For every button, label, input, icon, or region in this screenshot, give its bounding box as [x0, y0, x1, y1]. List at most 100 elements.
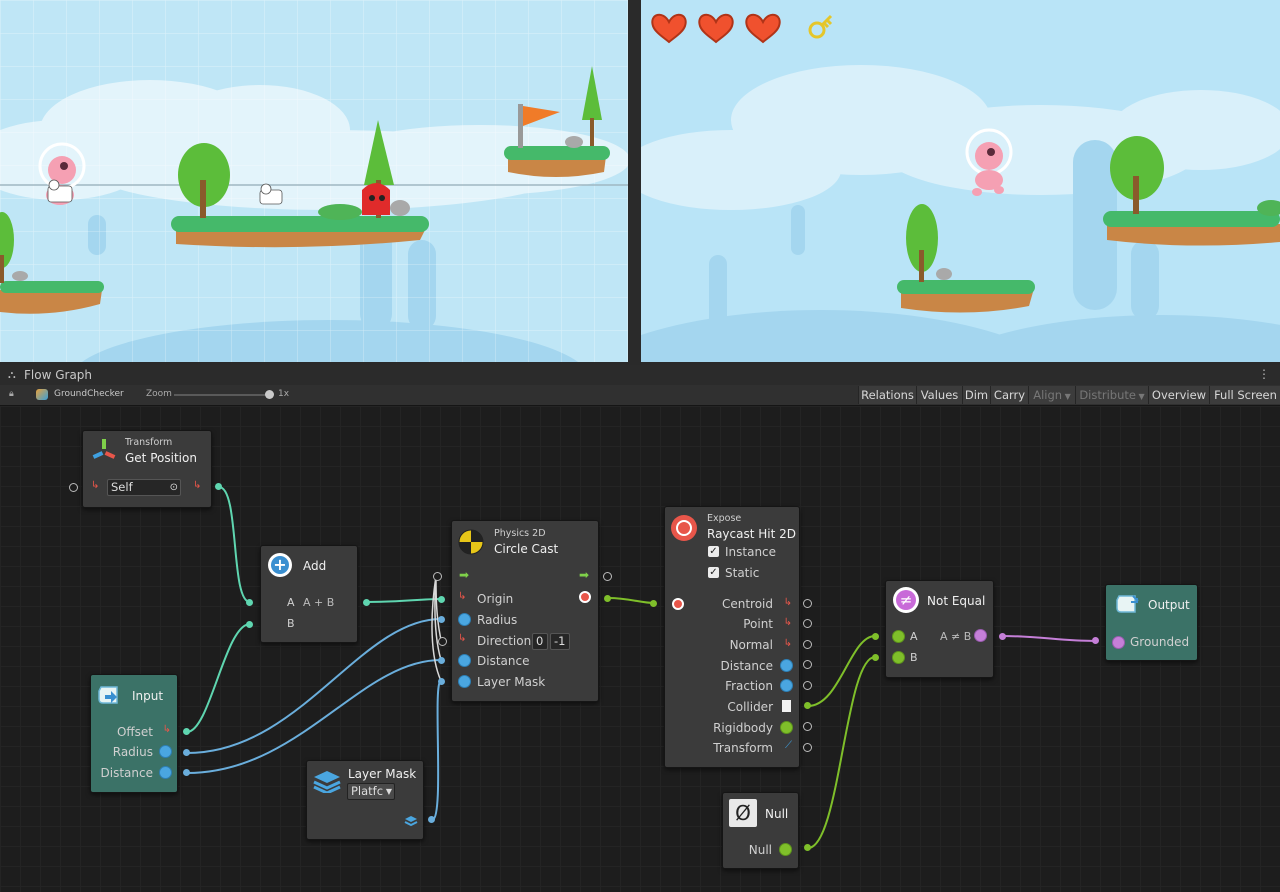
node-category: Expose [707, 513, 742, 524]
node-title: Not Equal [927, 594, 986, 608]
transform-port[interactable] [803, 743, 812, 752]
carry-button[interactable]: Carry [990, 386, 1028, 404]
rigidbody-port[interactable] [803, 722, 812, 731]
output-port[interactable] [215, 483, 222, 490]
radius-port[interactable] [183, 749, 190, 756]
null-output-port[interactable] [804, 844, 811, 851]
distribute-dropdown[interactable]: Distribute ▼ [1075, 386, 1148, 404]
point-port[interactable] [803, 619, 812, 628]
platform-center [171, 120, 429, 248]
align-dropdown[interactable]: Align ▼ [1028, 386, 1075, 404]
target-field[interactable]: Self ⊙ [107, 479, 181, 496]
flow-in-arrow-icon: ➡ [459, 568, 470, 582]
flow-output-port[interactable] [603, 572, 612, 581]
wire-grounded [1001, 635, 1097, 642]
normal-port[interactable] [803, 640, 812, 649]
fraction-port[interactable] [803, 681, 812, 690]
node-add[interactable]: + Add A B A + B [260, 545, 358, 643]
port-b[interactable] [246, 621, 253, 628]
collider-port[interactable] [804, 702, 811, 709]
node-output[interactable]: Output Grounded [1105, 584, 1198, 661]
player-character [965, 128, 1013, 196]
node-input[interactable]: Input Offset Radius Distance ↳ [90, 674, 178, 793]
output-port[interactable] [999, 633, 1006, 640]
node-circle-cast[interactable]: Physics 2D Circle Cast ➡ ➡ Origin Radius… [451, 520, 599, 702]
node-layer-mask[interactable]: Layer Mask Platfc▼ [306, 760, 424, 840]
layer-mask-dropdown[interactable]: Platfc▼ [347, 783, 395, 800]
radius-port[interactable] [438, 616, 445, 623]
offset-port[interactable] [183, 728, 190, 735]
static-checkbox[interactable]: ✓ [708, 567, 719, 578]
scene-view[interactable] [0, 0, 628, 362]
kebab-menu-icon[interactable]: ⋮ [1258, 367, 1270, 381]
camera-gizmo [47, 179, 283, 205]
origin-port[interactable] [438, 596, 445, 603]
port-layer-mask-label: Layer Mask [477, 675, 546, 689]
instance-checkbox[interactable]: ✓ [708, 546, 719, 557]
direction-x-field[interactable]: 0 [532, 633, 548, 650]
distance-port[interactable] [438, 657, 445, 664]
layer-mask-port-icon[interactable] [458, 675, 471, 688]
node-title: Add [303, 559, 327, 573]
zoom-slider-handle[interactable] [265, 390, 274, 399]
port-distance-label: Distance [100, 766, 153, 780]
layer-mask-port[interactable] [438, 678, 445, 685]
hit-input-port[interactable] [650, 600, 657, 607]
port-a[interactable] [246, 599, 253, 606]
view-divider[interactable] [628, 0, 641, 364]
dim-button[interactable]: Dim [962, 386, 990, 404]
port-b[interactable] [872, 654, 879, 661]
node-not-equal[interactable]: ≠ Not Equal A B A ≠ B [885, 580, 994, 678]
collider-file-icon [782, 700, 791, 712]
distance-port[interactable] [803, 660, 812, 669]
relations-button[interactable]: Relations [858, 386, 916, 404]
hit-output-port[interactable] [604, 595, 611, 602]
overview-button[interactable]: Overview [1148, 386, 1209, 404]
zoom-slider[interactable] [174, 390, 274, 399]
graph-canvas[interactable]: Transform Get Position Self ⊙ ↳ ↳ + Add … [0, 406, 1280, 892]
radius-port-icon[interactable] [458, 613, 471, 626]
wire-offset-to-add-b [186, 623, 251, 733]
layer-mask-value: Platfc [351, 784, 384, 798]
vector-port-icon: ↳ [162, 724, 171, 735]
port-a-icon [892, 630, 905, 643]
direction-y-field[interactable]: -1 [550, 633, 570, 650]
fraction-port-icon [780, 679, 793, 692]
port-distance-label: Distance [477, 654, 530, 668]
grounded-input-port[interactable] [1092, 637, 1099, 644]
distance-port-icon[interactable] [458, 654, 471, 667]
platform-goal [504, 66, 610, 177]
full-screen-button[interactable]: Full Screen [1209, 386, 1280, 404]
node-null[interactable]: Ø Null Null [722, 792, 799, 869]
layer-mask-output-port[interactable] [428, 816, 435, 823]
panel-title[interactable]: Flow Graph [24, 368, 93, 382]
wire-layer-mask [431, 680, 442, 821]
direction-port[interactable] [438, 637, 447, 646]
game-view[interactable] [641, 0, 1280, 362]
hit-output-icon[interactable] [579, 591, 591, 603]
null-port-label: Null [748, 843, 772, 857]
distribute-label: Distribute [1079, 388, 1136, 402]
centroid-port[interactable] [803, 599, 812, 608]
platform-right [1103, 136, 1280, 246]
input-port[interactable] [69, 483, 78, 492]
port-a[interactable] [872, 633, 879, 640]
values-button[interactable]: Values [916, 386, 962, 404]
vector-port-icon: ↳ [783, 638, 792, 649]
graph-name[interactable]: GroundChecker [54, 389, 124, 399]
zoom-value: 1x [278, 389, 290, 399]
flow-graph-toolbar: 🔒︎ GroundChecker Zoom 1x Relations Value… [0, 385, 1280, 406]
node-raycast-hit[interactable]: Expose Raycast Hit 2D ✓ Instance ✓ Stati… [664, 506, 800, 768]
vector-port-icon: ↳ [783, 597, 792, 608]
distance-port[interactable] [183, 769, 190, 776]
node-get-position[interactable]: Transform Get Position Self ⊙ ↳ ↳ [82, 430, 212, 508]
object-picker-icon[interactable]: ⊙ [169, 482, 178, 493]
background-hills [641, 140, 1280, 362]
output-port[interactable] [363, 599, 370, 606]
port-a-label: A [910, 630, 918, 643]
layers-port-icon [404, 816, 418, 827]
target-value: Self [111, 480, 133, 494]
hit-input-icon[interactable] [672, 598, 684, 610]
flow-input-port[interactable] [433, 572, 442, 581]
lock-icon[interactable]: 🔒︎ [9, 389, 14, 399]
